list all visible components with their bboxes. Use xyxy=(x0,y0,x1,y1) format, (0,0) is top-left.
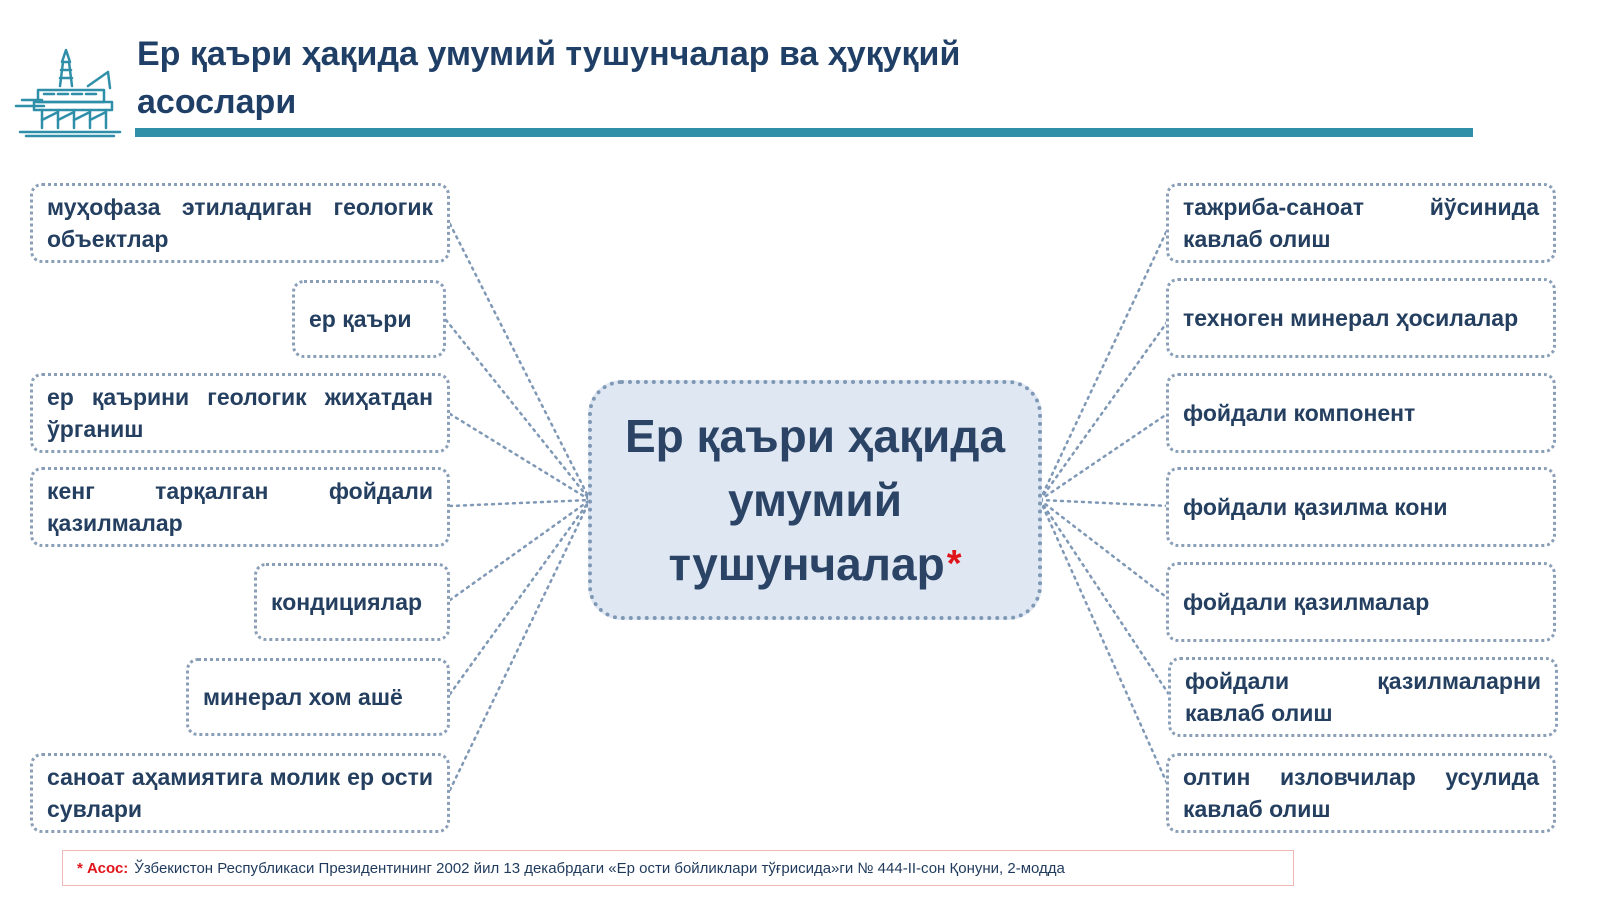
concept-node-label: минерал хом ашё xyxy=(203,684,403,710)
concept-node-industrial-groundwater: саноат аҳамиятига молик ер ости сувлари xyxy=(30,753,450,833)
concept-node-label: саноат аҳамиятига молик ер ости сувлари xyxy=(47,764,433,822)
concept-node-label: фойдали компонент xyxy=(1183,400,1416,426)
concept-node-pilot-industrial-extraction: тажриба-саноат йўсинида кавлаб олиш xyxy=(1166,183,1556,263)
central-concept-text: Ер қаъри ҳақида умумий тушунчалар xyxy=(624,410,1006,590)
connector-right-7 xyxy=(1038,498,1172,792)
concept-node-label: кондициялар xyxy=(271,589,423,615)
concept-node-mineral-deposit: фойдали қазилма кони xyxy=(1166,467,1556,547)
connector-right-4 xyxy=(1038,498,1172,508)
connector-left-3 xyxy=(448,412,592,502)
connector-left-1 xyxy=(448,222,592,502)
concept-node-protected-geological-objects: муҳофаза этиладиган геологик объектлар xyxy=(30,183,450,263)
connector-right-2 xyxy=(1038,316,1172,502)
connector-right-6 xyxy=(1038,498,1172,698)
concept-node-prospector-extraction: олтин изловчилар усулида кавлаб олиш xyxy=(1166,753,1556,833)
concept-node-conditions: кондициялар xyxy=(254,563,450,641)
footnote-label-text: Асос: xyxy=(87,859,129,877)
connector-right-5 xyxy=(1038,498,1172,602)
central-concept-title: Ер қаъри ҳақида умумий тушунчалар* xyxy=(616,404,1014,596)
connector-right-3 xyxy=(1038,410,1172,502)
concept-node-label: ер қаърини геологик жиҳатдан ўрганиш xyxy=(47,384,433,442)
footnote-marker: * xyxy=(946,543,962,585)
footnote: * Асос: Ўзбекистон Республикаси Президен… xyxy=(62,850,1294,886)
footnote-marker: * xyxy=(77,859,83,877)
central-concept-node: Ер қаъри ҳақида умумий тушунчалар* xyxy=(588,380,1042,620)
concept-node-label: кенг тарқалган фойдали қазилмалар xyxy=(47,478,433,536)
concept-node-subsoil: ер қаъри xyxy=(292,280,446,358)
concept-node-label: фойдали қазилмаларни кавлаб олиш xyxy=(1185,668,1541,726)
concept-node-label: техноген минерал ҳосилалар xyxy=(1183,305,1519,331)
connector-right-1 xyxy=(1038,222,1172,502)
concept-node-label: тажриба-саноат йўсинида кавлаб олиш xyxy=(1183,194,1539,252)
footnote-text: Ўзбекистон Республикаси Президентининг 2… xyxy=(134,859,1065,877)
page-title: Ер қаъри ҳақида умумий тушунчалар ва ҳуқ… xyxy=(137,35,961,121)
connector-left-6 xyxy=(448,498,592,696)
concept-node-mineral-raw-material: минерал хом ашё xyxy=(186,658,450,736)
concept-node-mineral-extraction: фойдали қазилмаларни кавлаб олиш xyxy=(1168,657,1558,737)
concept-node-geological-study: ер қаърини геологик жиҳатдан ўрганиш xyxy=(30,373,450,453)
connector-left-2 xyxy=(444,318,592,502)
concept-node-label: фойдали қазилмалар xyxy=(1183,589,1430,615)
concept-node-label: фойдали қазилма кони xyxy=(1183,494,1448,520)
concept-node-technogenic-formations: техноген минерал ҳосилалар xyxy=(1166,278,1556,358)
concept-node-useful-component: фойдали компонент xyxy=(1166,373,1556,453)
concept-node-label: олтин изловчилар усулида кавлаб олиш xyxy=(1183,764,1539,822)
concept-node-label: муҳофаза этиладиган геологик объектлар xyxy=(47,194,433,252)
connector-left-5 xyxy=(448,498,592,602)
footnote-label: * Асос: xyxy=(77,860,128,877)
oil-rig-icon xyxy=(14,48,122,138)
connector-left-7 xyxy=(448,498,592,792)
title-divider xyxy=(135,128,1473,137)
connector-left-4 xyxy=(448,498,592,508)
concept-node-label: ер қаъри xyxy=(309,306,412,332)
concept-node-useful-minerals: фойдали қазилмалар xyxy=(1166,562,1556,642)
concept-node-common-minerals: кенг тарқалган фойдали қазилмалар xyxy=(30,467,450,547)
